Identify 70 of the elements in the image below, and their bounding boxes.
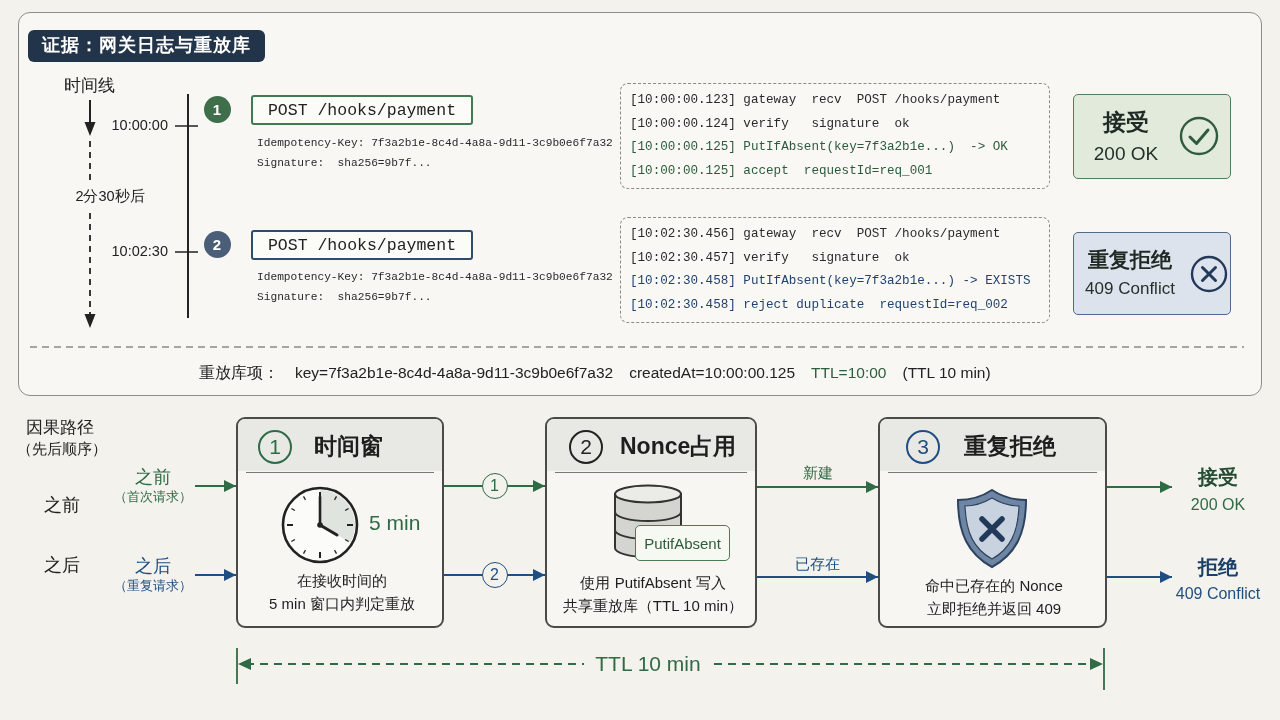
status-title: 接受 (1103, 109, 1149, 137)
request-box: POST /hooks/payment (251, 95, 473, 125)
log-line: [10:02:30.457] verify signature ok (630, 250, 910, 267)
status-card (1073, 94, 1231, 179)
description-text: 使用 PutifAbsent 写入共享重放库（TTL 10 min） (562, 573, 744, 616)
request-header-line: Idempotency-Key: 7f3a2b1e-8c4d-4a8a-9d11-3c9b0e6f7a32 (257, 271, 613, 285)
log-panel (620, 217, 1050, 323)
status-card (1073, 232, 1231, 315)
arrow (195, 569, 236, 581)
duration-label: 5 min (369, 510, 421, 536)
edge-label: 2 (481, 562, 508, 588)
arrow (1107, 481, 1172, 493)
request-header-line: Signature: sha256=9b7f... (257, 291, 432, 305)
row-label: 之前 (44, 495, 80, 517)
flow-label: 接受 (1198, 465, 1238, 489)
panel-heading: 证据：网关日志与重放库 (28, 30, 265, 62)
section-title: 因果路径 (26, 417, 94, 439)
flow-sublabel: （重复请求） (114, 578, 192, 594)
step-card (545, 417, 757, 628)
time-label: 10:00:00 (111, 117, 168, 135)
flow-sublabel: （首次请求） (114, 489, 192, 505)
section-subtitle: （先后顺序） (17, 440, 107, 458)
row-label: 之后 (44, 555, 80, 577)
log-line: [10:00:00.124] verify signature ok (630, 116, 910, 133)
step-card (236, 417, 444, 628)
step-title: 时间窗 (314, 433, 383, 461)
step-number: 3 (906, 430, 940, 464)
request-box: POST /hooks/payment (251, 230, 473, 260)
request-header-line: Signature: sha256=9b7f... (257, 157, 432, 171)
step-card (878, 417, 1107, 628)
axis-title: 时间线 (64, 75, 115, 97)
flow-label: 拒绝 (1198, 555, 1238, 579)
arrow (195, 480, 236, 492)
status-code: 200 OK (1093, 142, 1159, 166)
request-header-line: Idempotency-Key: 7f3a2b1e-8c4d-4a8a-9d11-3c9b0e6f7a32 (257, 137, 613, 151)
step-title: Nonce占用 (620, 433, 737, 461)
log-line: [10:02:30.458] reject duplicate requestId=req_002 (630, 297, 1008, 314)
time-label: 10:02:30 (111, 243, 168, 261)
flow-sublabel: 200 OK (1190, 495, 1246, 515)
status-title: 重复拒绝 (1088, 247, 1172, 273)
dimension-label: TTL 10 min (595, 651, 701, 677)
record-field: (TTL 10 min) (902, 363, 991, 383)
step-badge: 2 (203, 230, 231, 258)
log-line: [10:02:30.458] PutIfAbsent(key=7f3a2b1e...) -> EXISTS (630, 274, 1031, 290)
log-line: [10:00:00.123] gateway recv POST /hooks/payment (630, 93, 1001, 109)
description-text: 在接收时间的 5 min 窗口内判定重放 (269, 571, 415, 614)
log-line: [10:00:00.125] accept requestId=req_001 (630, 163, 933, 180)
log-panel (620, 83, 1050, 189)
flow-label: 之前 (135, 467, 171, 489)
step-title: 重复拒绝 (964, 433, 1056, 461)
step-number: 1 (258, 430, 292, 464)
record-label: 重放库项： (199, 363, 279, 383)
step-badge: 1 (203, 95, 231, 123)
step-number: 2 (569, 430, 603, 464)
status-code: 409 Conflict (1085, 278, 1175, 300)
arrow (757, 571, 878, 583)
flow-sublabel: 409 Conflict (1175, 584, 1261, 604)
arrow (757, 481, 878, 493)
log-line: [10:02:30.456] gateway recv POST /hooks/payment (630, 227, 1001, 243)
record-field: createdAt=10:00:00.125 (629, 363, 796, 383)
record-field: key=7f3a2b1e-8c4d-4a8a-9d11-3c9b0e6f7a32 (295, 363, 614, 383)
evidence-panel (18, 12, 1262, 396)
flow-label: 之后 (135, 556, 171, 578)
method-tag: PutifAbsent (635, 525, 730, 561)
arrow (1107, 571, 1172, 583)
interval-label: 2分30秒后 (75, 188, 145, 206)
record-field: TTL=10:00 (811, 363, 887, 383)
description-text: 命中已存在的 Nonce 立即拒绝并返回 409 (925, 576, 1063, 619)
edge-label: 1 (481, 473, 508, 499)
log-line: [10:00:00.125] PutIfAbsent(key=7f3a2b1e...) -> OK (630, 140, 1008, 156)
